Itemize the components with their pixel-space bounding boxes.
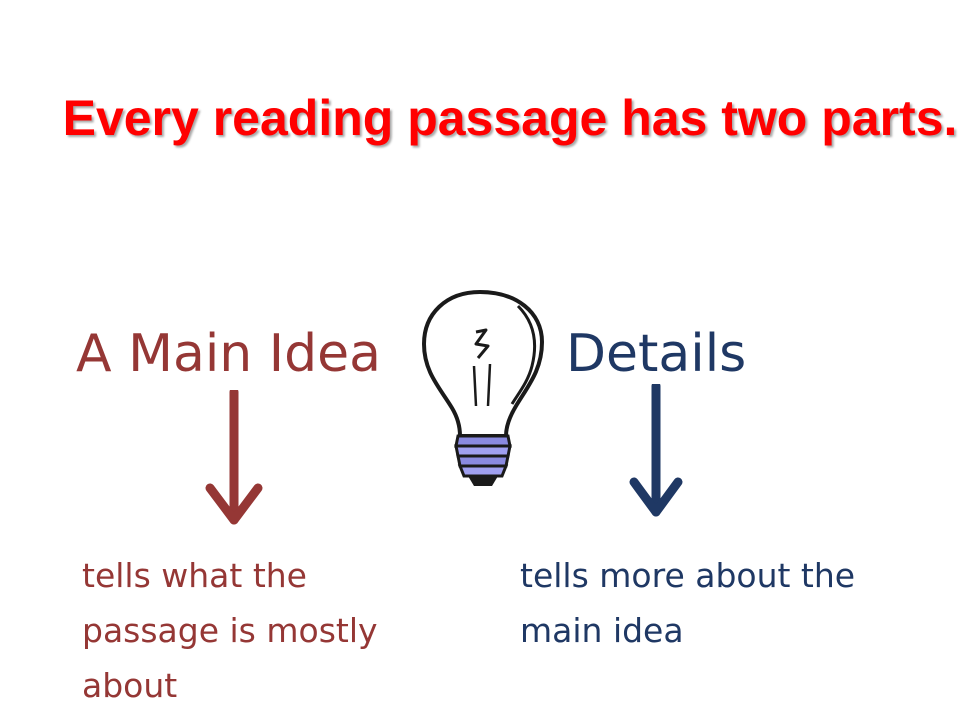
details-label: Details (566, 324, 747, 384)
main-idea-label: A Main Idea (76, 324, 381, 384)
main-idea-description: tells what the passage is mostly about (82, 556, 378, 705)
down-arrow-icon (205, 390, 263, 525)
details-description: tells more about the main idea (520, 556, 856, 650)
down-arrow-icon (629, 384, 683, 517)
slide-title: Every reading passage has two parts. (62, 90, 958, 146)
lightbulb-icon (421, 289, 545, 486)
